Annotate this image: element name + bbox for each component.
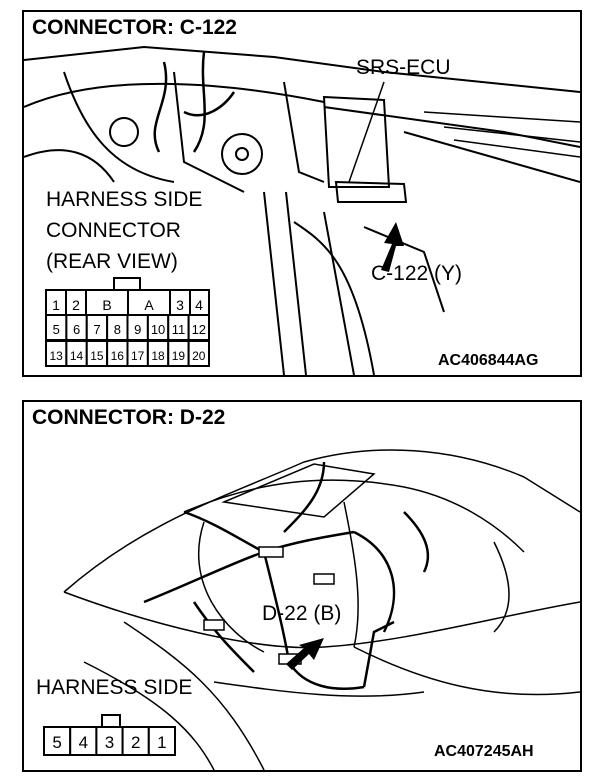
pin-label: 14 bbox=[70, 349, 84, 363]
harness-side-label-line2: CONNECTOR bbox=[46, 219, 181, 242]
pin-label: 4 bbox=[79, 733, 88, 752]
pin-label: 18 bbox=[151, 349, 165, 363]
pin-label: 20 bbox=[192, 349, 206, 363]
harness-side-label-line3: (REAR VIEW) bbox=[46, 250, 178, 273]
panel-title: CONNECTOR: C-122 bbox=[32, 16, 237, 39]
d22-connector-face bbox=[43, 714, 177, 756]
figure-code: AC407245AH bbox=[434, 743, 534, 760]
harness-side-label: HARNESS SIDE bbox=[36, 676, 193, 699]
pin-label: 3 bbox=[176, 297, 184, 313]
pin-label: 15 bbox=[90, 349, 104, 363]
pin-label: A bbox=[144, 297, 154, 313]
pin-label: 9 bbox=[134, 322, 141, 337]
pin-label: 2 bbox=[72, 297, 80, 313]
pin-label: 19 bbox=[172, 349, 186, 363]
harness-side-label-line1: HARNESS SIDE bbox=[46, 188, 203, 211]
pin-label: 13 bbox=[50, 349, 64, 363]
pin-label: 4 bbox=[195, 297, 203, 313]
c122-connector-face bbox=[45, 277, 210, 367]
pin-cell bbox=[147, 726, 177, 756]
connector-callout: C-122 (Y) bbox=[371, 262, 463, 285]
pin-label: 2 bbox=[131, 733, 140, 752]
panel-title: CONNECTOR: D-22 bbox=[32, 406, 226, 429]
pin-label: B bbox=[102, 297, 111, 313]
pin-label: 1 bbox=[157, 733, 166, 752]
pin-cell bbox=[187, 340, 210, 367]
pin-label: 6 bbox=[73, 322, 80, 337]
pin-label: 5 bbox=[53, 322, 60, 337]
pin-label: 16 bbox=[111, 349, 125, 363]
srs-ecu-label: SRS-ECU bbox=[356, 56, 451, 79]
pin-label: 10 bbox=[151, 322, 165, 337]
pin-label: 17 bbox=[131, 349, 145, 363]
pin-label: 12 bbox=[192, 322, 206, 337]
pin-label: 1 bbox=[52, 297, 60, 313]
pin-label: 8 bbox=[114, 322, 121, 337]
pin-label: 5 bbox=[52, 733, 61, 752]
pin-label: 11 bbox=[172, 322, 186, 337]
connector-callout: D-22 (B) bbox=[262, 602, 342, 625]
pin-label: 3 bbox=[105, 733, 114, 752]
figure-code: AC406844AG bbox=[438, 352, 539, 369]
pin-label: 7 bbox=[93, 322, 100, 337]
